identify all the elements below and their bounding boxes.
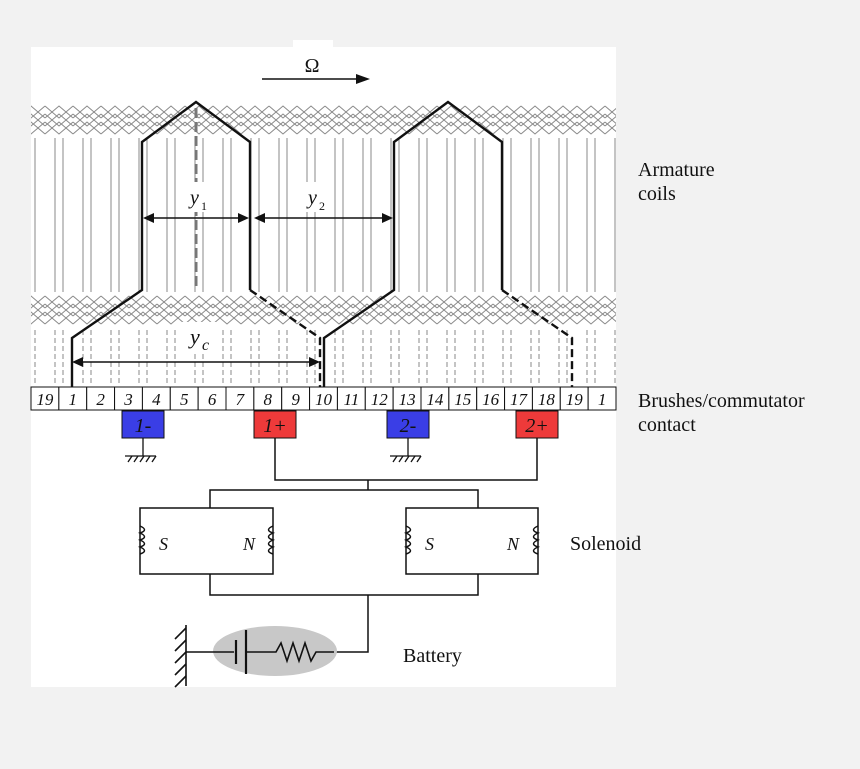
armature-label: Armature coils — [638, 158, 715, 206]
ground-icon — [390, 438, 422, 463]
yc-arrowhead-right — [309, 357, 320, 367]
yc-arrowhead-left — [72, 357, 83, 367]
commutator-segment-label: 19 — [36, 390, 54, 409]
field-wiring — [139, 438, 539, 653]
brush-label: 2- — [400, 415, 417, 437]
y1-arrowhead-left — [143, 213, 154, 223]
commutator-segment-label: 11 — [343, 390, 359, 409]
armature-label-line2: coils — [638, 183, 676, 205]
commutator-segment-label: 16 — [482, 390, 500, 409]
omega-label: Ω — [305, 55, 320, 77]
solenoid-2-pole-n: N — [506, 534, 520, 554]
brushes-label-line1: Brushes/commutator — [638, 390, 805, 412]
commutator-segment-label: 7 — [236, 390, 246, 409]
armature-label-line1: Armature — [638, 159, 715, 181]
commutator-segment-label: 13 — [399, 390, 416, 409]
y2-arrowhead-right — [382, 213, 393, 223]
brush-2-neg: 2- — [386, 410, 430, 439]
commutator-segment-label: 5 — [180, 390, 189, 409]
pitch-arrows — [72, 213, 393, 367]
battery-highlight — [213, 626, 337, 676]
brush-label: 2+ — [525, 415, 549, 437]
yc-label: y — [188, 324, 200, 349]
y1-subscript: 1 — [201, 199, 207, 213]
y2-arrowhead-left — [254, 213, 265, 223]
battery-label: Battery — [403, 645, 462, 667]
brushes-label-line2: contact — [638, 414, 696, 436]
y1-label-bg — [184, 182, 210, 212]
y2-label-bg — [304, 182, 334, 212]
brush-1-pos: 1+ — [253, 410, 297, 439]
commutator-segment-label: 3 — [123, 390, 133, 409]
y1-label: y — [188, 187, 199, 209]
commutator-segment-label: 2 — [96, 390, 105, 409]
y2-subscript: 2 — [319, 199, 325, 213]
solenoid-1-pole-s: S — [159, 534, 168, 554]
commutator-segment-label: 12 — [371, 390, 389, 409]
solenoid-2-pole-s: S — [425, 534, 434, 554]
coil-path-solid-2 — [322, 100, 504, 388]
y1-arrowhead-right — [238, 213, 249, 223]
panel-notch — [293, 40, 333, 50]
brush-label: 1- — [135, 415, 152, 437]
ground-icon — [125, 438, 157, 463]
commutator-segment-label: 15 — [454, 390, 471, 409]
commutator-segment — [587, 386, 617, 411]
brushes-label: Brushes/commutator contact — [638, 389, 805, 437]
brush-label: 1+ — [263, 415, 287, 437]
armature-coils-background — [0, 90, 646, 400]
commutator-segment-label: 14 — [426, 390, 444, 409]
coil-path-solid-1 — [70, 100, 252, 388]
brush-2-pos: 2+ — [515, 410, 559, 439]
rotation-arrowhead — [356, 74, 370, 84]
commutator-segment-label: 8 — [264, 390, 273, 409]
brush-rect — [121, 410, 165, 439]
coil-path-dashed-2 — [501, 289, 574, 388]
commutator-segment-label: 6 — [208, 390, 217, 409]
commutator-segment-label: 4 — [152, 390, 161, 409]
commutator-segment-label: 17 — [510, 390, 529, 409]
commutator-segment-label: 1 — [598, 390, 607, 409]
coil-icon — [137, 525, 541, 555]
commutator-segment-label: 1 — [69, 390, 78, 409]
rotation-indicator: Ω — [262, 55, 370, 84]
yc-label-bg — [182, 322, 222, 352]
commutator-segment-label: 10 — [315, 390, 333, 409]
solenoid-label: Solenoid — [570, 533, 642, 555]
coil-path-dashed-1 — [249, 289, 322, 388]
solenoid-1-pole-n: N — [242, 534, 256, 554]
brush-1-neg: 1- — [121, 410, 165, 439]
commutator-segment-label: 18 — [538, 390, 556, 409]
yc-subscript: c — [202, 337, 209, 354]
brush-rect — [386, 410, 430, 439]
brush-rect — [515, 410, 559, 439]
y2-label: y — [306, 187, 317, 209]
commutator-segment-label: 9 — [291, 390, 300, 409]
commutator-segment-label: 19 — [566, 390, 584, 409]
battery-icon — [174, 625, 337, 688]
